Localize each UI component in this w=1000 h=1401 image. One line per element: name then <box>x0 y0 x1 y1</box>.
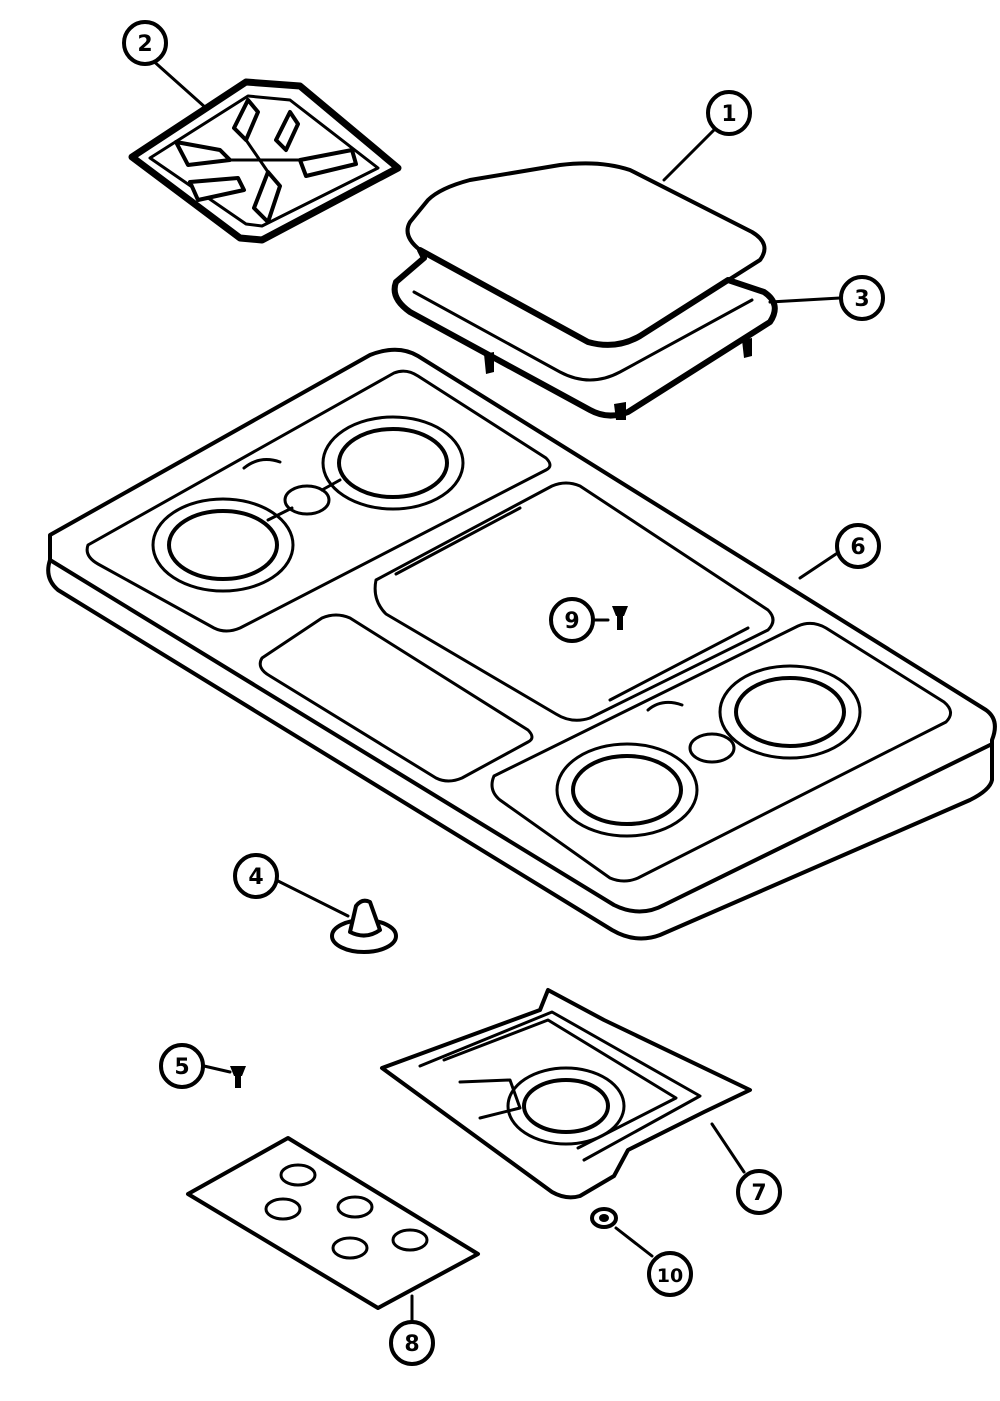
callout-label: 4 <box>248 865 263 890</box>
callout-label: 8 <box>404 1332 419 1357</box>
callout-label: 2 <box>137 32 152 57</box>
callout-9: 9 <box>549 597 595 643</box>
nut-part <box>590 1207 618 1229</box>
cooktop-main-part <box>46 347 997 941</box>
callout-5: 5 <box>159 1043 205 1089</box>
callout-label: 7 <box>751 1181 766 1206</box>
callout-label: 1 <box>721 102 736 127</box>
callout-7: 7 <box>736 1169 782 1215</box>
callout-label: 9 <box>564 609 579 634</box>
callout-label: 6 <box>850 535 865 560</box>
callout-6: 6 <box>835 523 881 569</box>
control-knob-part <box>330 898 398 954</box>
screw-5-part <box>230 1066 246 1088</box>
griddle-cover-part <box>405 161 767 347</box>
callout-1: 1 <box>706 90 752 136</box>
callout-label: 10 <box>657 1265 683 1287</box>
callout-8: 8 <box>389 1320 435 1366</box>
callout-10: 10 <box>647 1251 693 1297</box>
callout-2: 2 <box>122 20 168 66</box>
callout-3: 3 <box>839 275 885 321</box>
screw-9-part <box>612 606 628 630</box>
callout-4: 4 <box>233 853 279 899</box>
callout-label: 3 <box>854 287 869 312</box>
callout-label: 5 <box>174 1055 189 1080</box>
burner-plate-part <box>186 1136 480 1310</box>
griddle-frame-part <box>391 247 778 420</box>
leader-lines <box>148 56 842 1324</box>
burner-box-part <box>380 988 752 1200</box>
burner-grate-part <box>128 78 402 244</box>
